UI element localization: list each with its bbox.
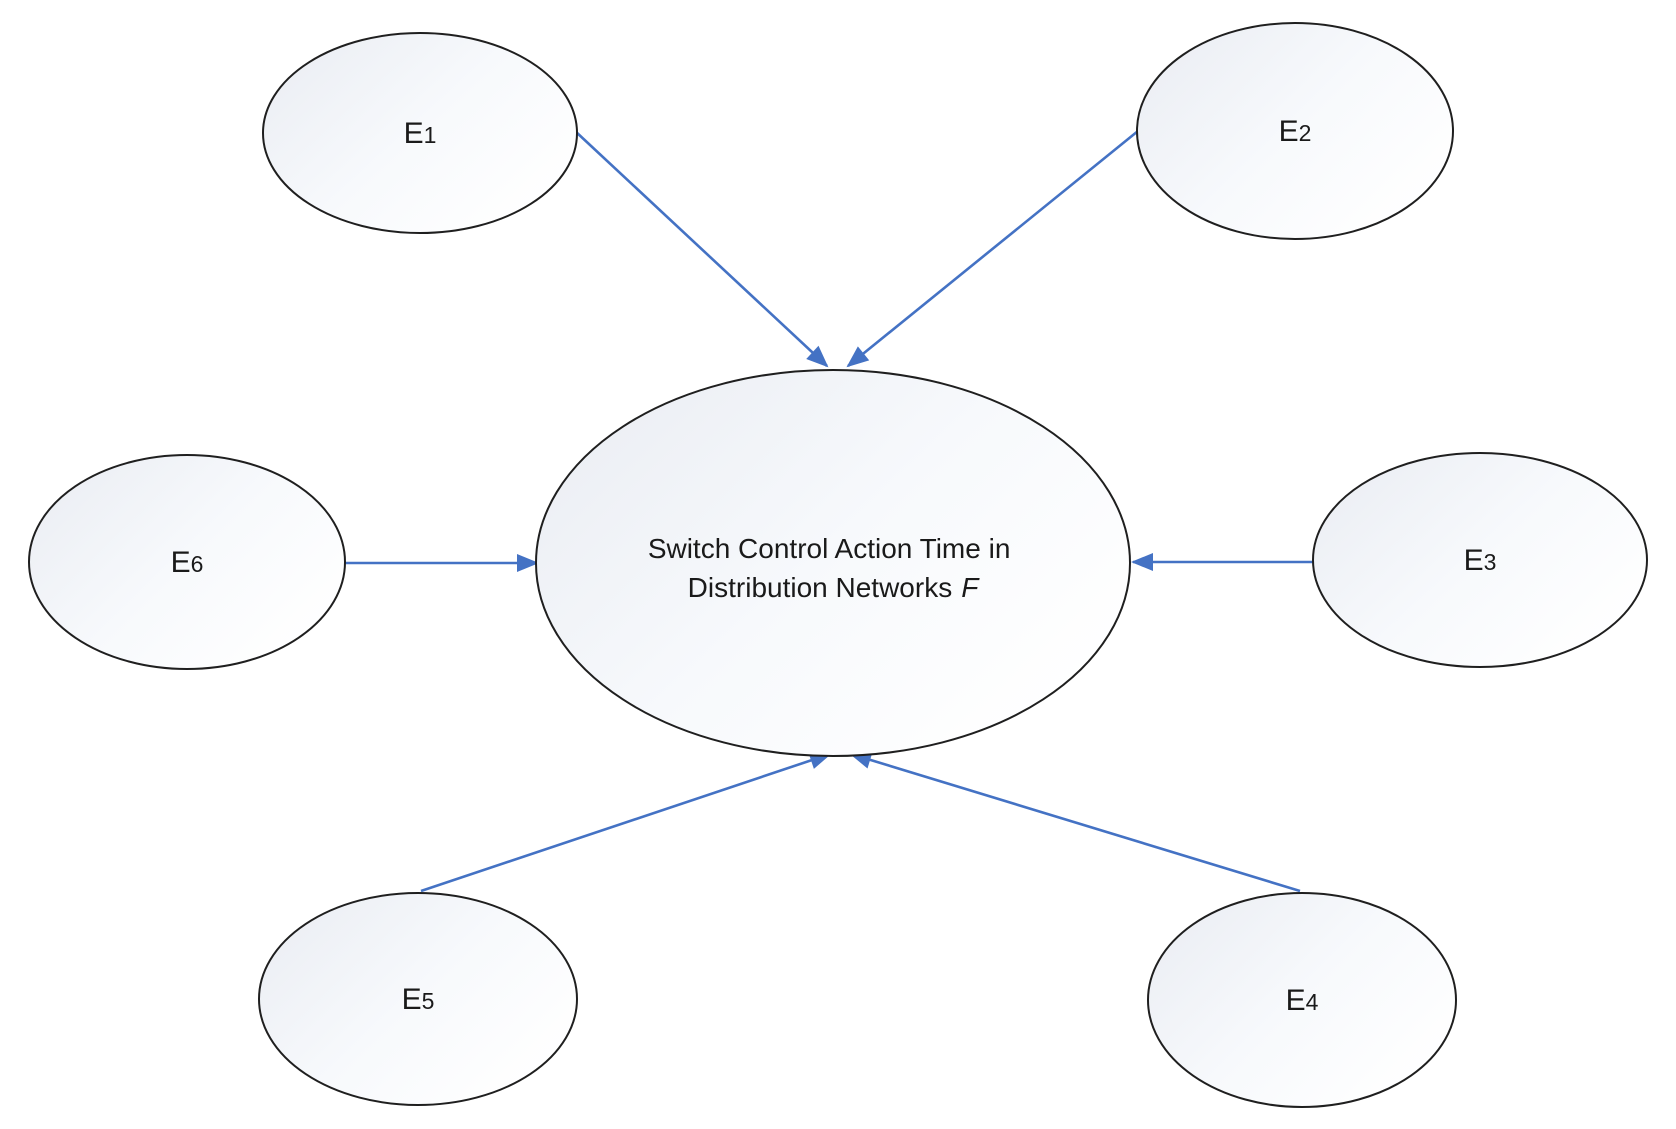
node-central: Switch Control Action Time in Distributi… <box>535 369 1131 757</box>
label-e6: E6 <box>171 546 204 579</box>
node-e5: E5 <box>258 892 578 1106</box>
label-e5-letter: E <box>402 983 422 1016</box>
label-e6-letter: E <box>171 546 191 579</box>
ellipse-e5 <box>258 892 578 1106</box>
ellipse-e1 <box>262 32 578 234</box>
label-e3: E3 <box>1464 544 1497 577</box>
arrow-e5-to-central <box>420 751 832 893</box>
arrow-e2-to-central <box>846 129 1139 368</box>
ellipse-e3 <box>1312 452 1648 668</box>
label-e2-sub: 2 <box>1299 120 1312 146</box>
central-label: Switch Control Action Time in Distributi… <box>648 533 1018 603</box>
central-label-line1: Switch Control Action Time in <box>648 533 1011 564</box>
label-e2: E2 <box>1279 115 1312 148</box>
label-e4-sub: 4 <box>1306 989 1319 1015</box>
label-e1-sub: 1 <box>424 122 437 148</box>
arrow-e1-to-central <box>574 130 829 368</box>
label-e3-sub: 3 <box>1484 549 1497 575</box>
ellipse-e4 <box>1147 892 1457 1108</box>
label-e4: E4 <box>1286 984 1319 1017</box>
central-label-line2: Distribution Networks <box>688 572 953 603</box>
label-e4-letter: E <box>1286 984 1306 1017</box>
central-label-variable: F <box>961 572 980 603</box>
node-e3: E3 <box>1312 452 1648 668</box>
label-e3-letter: E <box>1464 544 1484 577</box>
node-e2: E2 <box>1136 22 1454 240</box>
connectors <box>345 129 1313 893</box>
label-e6-sub: 6 <box>191 551 204 577</box>
ellipse-e6 <box>28 454 346 670</box>
arrow-e4-to-central <box>849 751 1301 893</box>
label-e1-letter: E <box>404 117 424 150</box>
ellipse-e2 <box>1136 22 1454 240</box>
label-e2-letter: E <box>1279 115 1299 148</box>
node-e4: E4 <box>1147 892 1457 1108</box>
label-e5: E5 <box>402 983 435 1016</box>
label-e5-sub: 5 <box>422 988 435 1014</box>
label-e1: E1 <box>404 117 437 150</box>
node-e1: E1 <box>262 32 578 234</box>
node-e6: E6 <box>28 454 346 670</box>
central-ellipse <box>535 369 1131 757</box>
